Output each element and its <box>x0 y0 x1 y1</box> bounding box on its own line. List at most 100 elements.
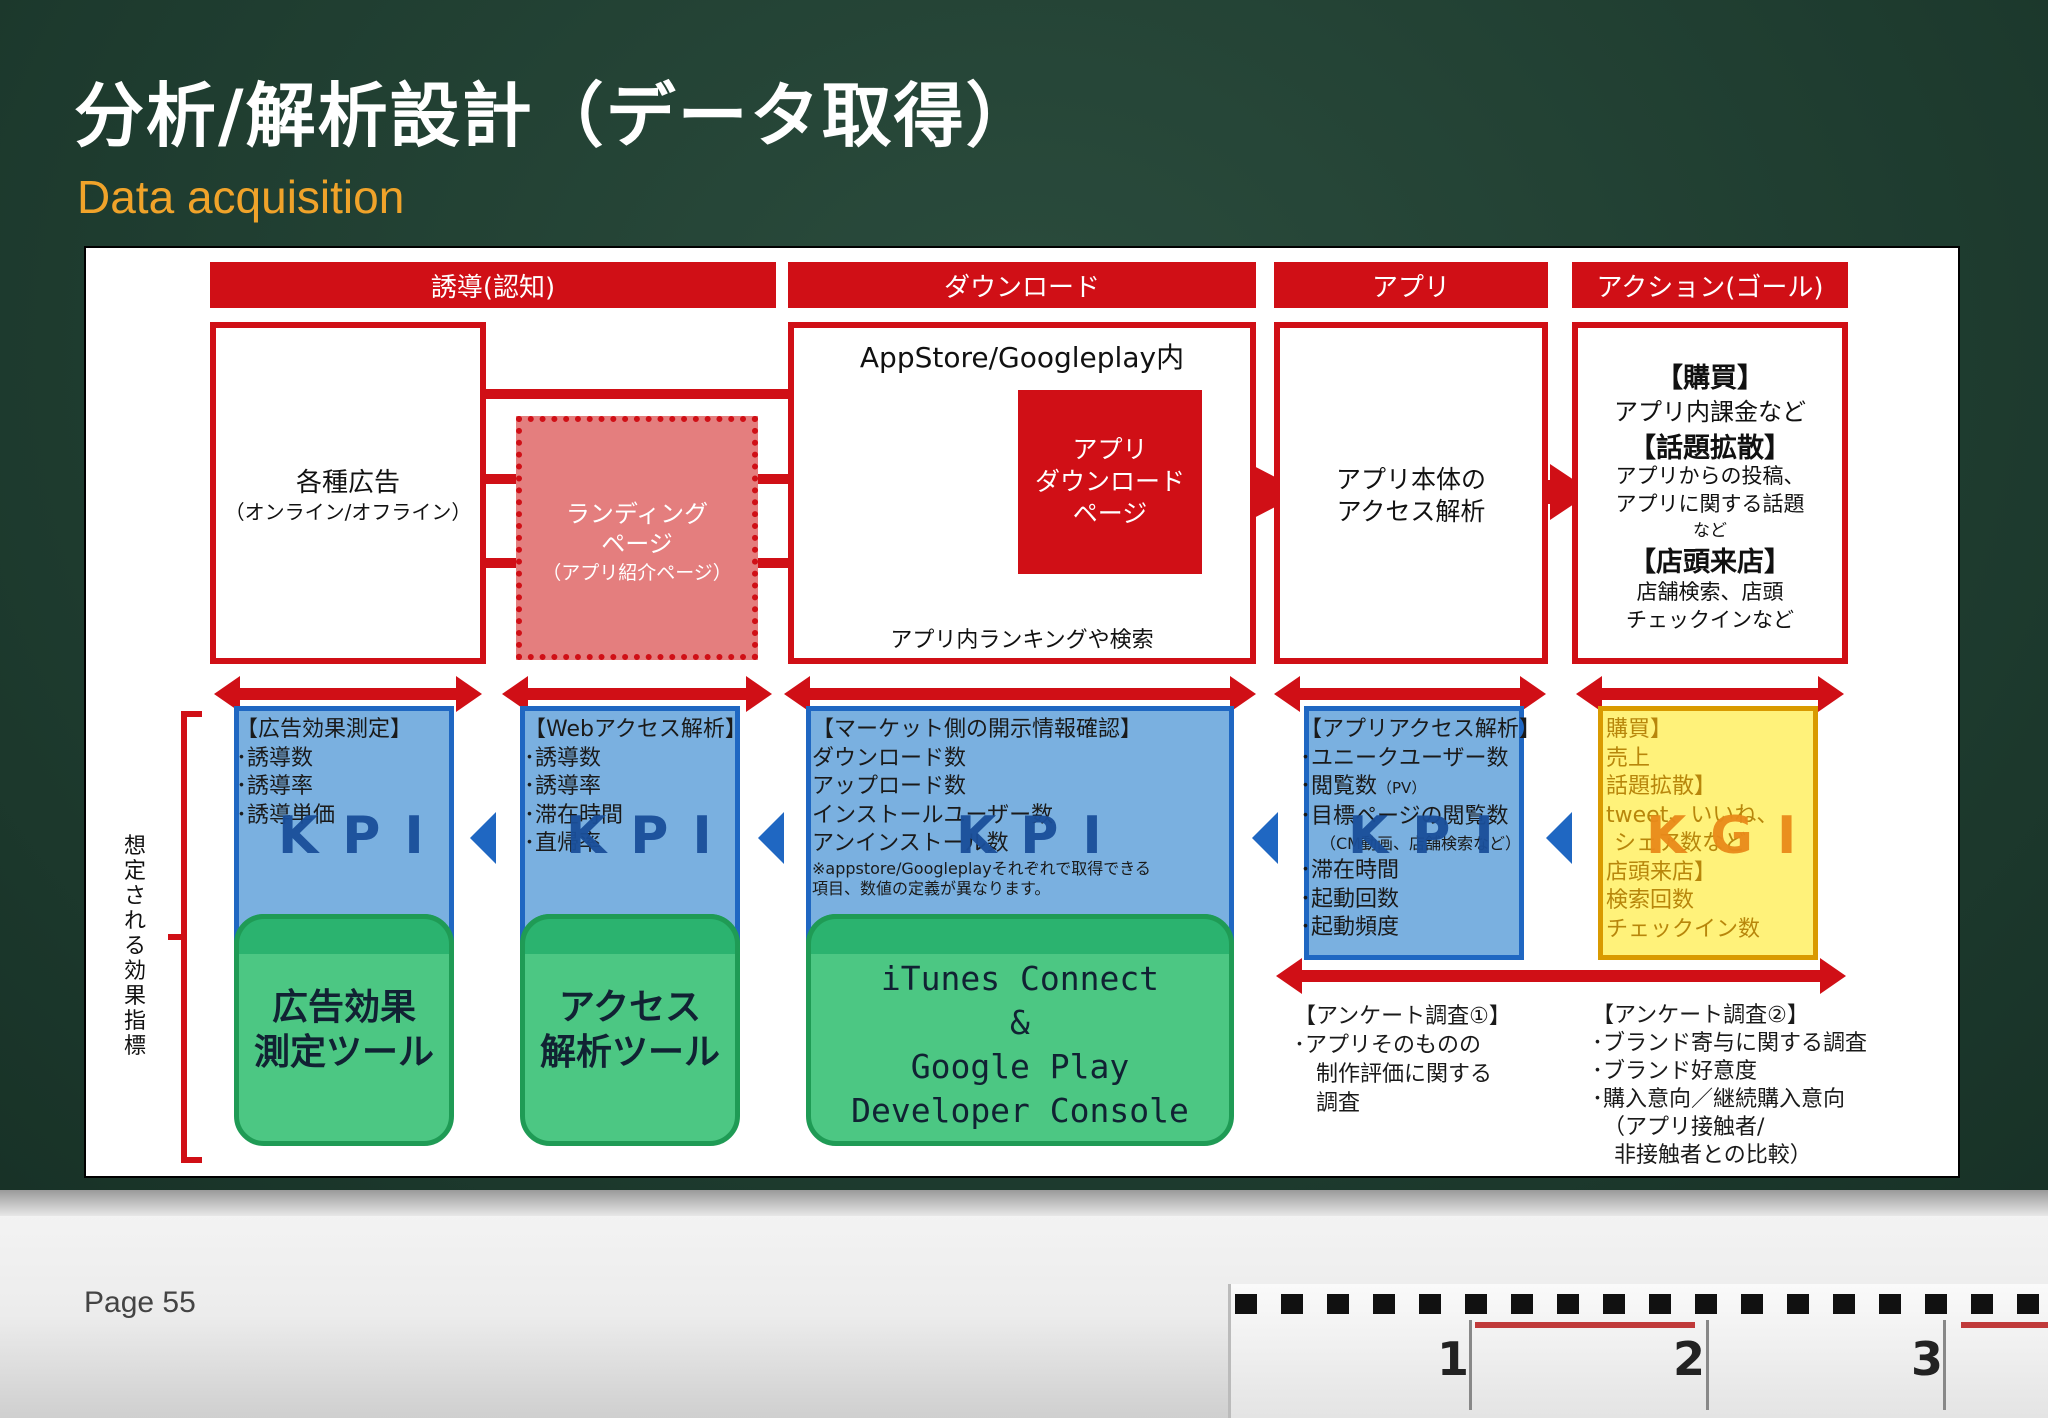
header-induction: 誘導(認知) <box>210 262 776 308</box>
kpi-market-item: 【マーケット側の開示情報確認】 <box>812 717 1143 742</box>
tool-access-analysis-line: アクセス <box>558 987 702 1028</box>
app-box <box>1274 322 1548 664</box>
kpi-app-list: 【アプリアクセス解析】 ･ユニークユーザー数 ･閲覧数（PV） ･目標ページの閲… <box>1300 716 1541 943</box>
ruler-tick <box>1971 1294 1993 1314</box>
goal-line-8: 店舗検索、店頭 <box>1636 580 1784 604</box>
tool-store-line: iTunes Connect <box>880 959 1160 998</box>
side-label: 想定される効果指標 <box>123 834 146 1059</box>
ruler-red-mark <box>1961 1322 2048 1328</box>
kpi-web-list: 【Webアクセス解析】 ･誘導数 ･誘導率 ･滞在時間 ･直帰率 <box>524 716 747 859</box>
kgi-item: 話題拡散】 <box>1606 774 1717 799</box>
kpi-ad-item: ･誘導率 <box>236 774 314 799</box>
kpi-market-list: 【マーケット側の開示情報確認】 ダウンロード数 アップロード数 インストールユー… <box>812 716 1151 899</box>
ruler-tick <box>1787 1294 1809 1314</box>
kgi-item: 売上 <box>1606 745 1651 771</box>
ruler-decoration: 1 2 3 <box>1228 1284 2048 1418</box>
kpi-app-item-text: ･閲覧数 <box>1300 774 1378 799</box>
ruler-tick <box>1465 1294 1487 1314</box>
landing-subtitle: （アプリ紹介ページ） <box>542 562 732 584</box>
kgi-item: 購買】 <box>1606 717 1673 742</box>
survey-1: 【アンケート調査①】 ･アプリそのものの 制作評価に関する 調査 <box>1294 1002 1511 1118</box>
ruler-tick <box>1235 1294 1257 1314</box>
goal-line-2: アプリ内課金など <box>1614 398 1806 426</box>
app-label-2: アクセス解析 <box>1336 497 1486 526</box>
download-page-label-2: ダウンロード <box>1034 467 1185 496</box>
survey-2: 【アンケート調査②】 ･ブランド寄与に関する調査 ･ブランド好意度 ･購入意向／… <box>1592 1002 1867 1170</box>
ruler-line <box>1469 1320 1472 1410</box>
ruler-tick <box>1879 1294 1901 1314</box>
ruler-number: 1 <box>1437 1332 1470 1386</box>
store-title: AppStore/Googleplay内 <box>859 341 1185 374</box>
kpi-app-item: 【アプリアクセス解析】 <box>1300 717 1541 742</box>
kgi-list: 購買】 売上 話題拡散】 tweet、いいね、 シェア数など 店頭来店】 検索回… <box>1606 716 1778 944</box>
tool-access-analysis-line: 解析ツール <box>539 1032 720 1073</box>
ruler-red-mark <box>1475 1322 1695 1328</box>
survey-2-line: ･購入意向／継続購入意向 <box>1592 1087 1846 1112</box>
landing-page-box <box>516 416 758 660</box>
kpi-app-item: ･ユニークユーザー数 <box>1300 745 1509 771</box>
tool-ad-measure-line: 広告効果 <box>271 987 416 1028</box>
kpi-ad-list: 【広告効果測定】 ･誘導数 ･誘導率 ･誘導単価 <box>236 716 412 830</box>
ruler-tick <box>1741 1294 1763 1314</box>
kpi-market-item: ダウンロード数 <box>812 745 967 771</box>
app-label-1: アプリ本体の <box>1335 465 1486 494</box>
kpi-market-item: インストールユーザー数 <box>812 802 1054 828</box>
ruler-tick <box>1557 1294 1579 1314</box>
kpi-app-box <box>1304 706 1524 960</box>
tool-store-cap <box>806 914 1234 954</box>
tool-ad-measure-text: 広告効果 測定ツール <box>254 985 434 1075</box>
tool-store-line: Google Play <box>910 1047 1130 1086</box>
survey-1-line: 制作評価に関する <box>1294 1062 1493 1087</box>
kpi-app-item: ･起動回数 <box>1300 886 1400 912</box>
ads-box <box>210 322 486 664</box>
kpi-app-note: （CM動画、店舗検索など） <box>1320 834 1521 853</box>
ruler-tick <box>1603 1294 1625 1314</box>
kgi-item: tweet、いいね、 <box>1606 802 1779 828</box>
kpi-market-label: KPI <box>956 806 1126 866</box>
ranking-label: アプリ内ランキングや検索 <box>890 628 1154 653</box>
kpi-web-label: KPI <box>566 806 736 866</box>
kgi-item: チェックイン数 <box>1606 916 1761 942</box>
kpi-web-item: ･誘導率 <box>524 774 602 799</box>
ruler-tick <box>1373 1294 1395 1314</box>
ads-title: 各種広告 <box>295 468 400 498</box>
page-title: 分析/解析設計（データ取得） <box>74 75 1038 157</box>
tool-access-analysis-text: アクセス 解析ツール <box>540 985 720 1075</box>
ruler-tick <box>1833 1294 1855 1314</box>
kpi-web-item: ･滞在時間 <box>524 802 624 828</box>
ruler-tick <box>1925 1294 1947 1314</box>
ruler-number: 3 <box>1911 1332 1944 1386</box>
tool-store-line: Developer Console <box>851 1091 1189 1130</box>
ruler-line <box>1943 1320 1946 1410</box>
header-app: アプリ <box>1274 262 1548 308</box>
kpi-web-item: ･直帰率 <box>524 831 602 856</box>
kgi-item: シェア数など <box>1614 831 1747 856</box>
download-page-label-3: ページ <box>1072 499 1148 528</box>
download-page-box <box>1018 390 1202 574</box>
ads-subtitle: （オンライン/オフライン） <box>224 500 472 524</box>
kpi-app-item: ･滞在時間 <box>1300 858 1400 883</box>
ruler-tick <box>1695 1294 1717 1314</box>
kpi-ad-item: 【広告効果測定】 <box>236 717 413 742</box>
landing-label-2: ページ <box>601 530 673 558</box>
survey-2-line: （アプリ接触者/ <box>1592 1115 1765 1140</box>
tool-ad-measure-line: 測定ツール <box>253 1032 434 1073</box>
survey-1-line: 調査 <box>1294 1091 1361 1116</box>
ruler-tick <box>1281 1294 1303 1314</box>
header-download: ダウンロード <box>788 262 1256 308</box>
survey-2-line: 【アンケート調査②】 <box>1592 1003 1809 1028</box>
kpi-app-label: KPI <box>1348 806 1518 866</box>
survey-2-line: ･ブランド寄与に関する調査 <box>1592 1031 1868 1056</box>
kpi-ad-item: ･誘導数 <box>236 745 314 771</box>
kgi-item: 検索回数 <box>1606 888 1695 913</box>
chalk-ledge-edge <box>0 1190 2048 1216</box>
kpi-web-item: 【Webアクセス解析】 <box>524 717 747 742</box>
tool-web-cap <box>520 914 740 954</box>
goal-line-9: チェックインなど <box>1626 608 1794 632</box>
survey-2-line: 非接触者との比較） <box>1592 1143 1812 1168</box>
kpi-app-item: ･目標ページの閲覧数 <box>1300 803 1509 829</box>
kpi-market-note: 項目、数値の定義が異なります。 <box>812 878 1051 898</box>
goal-line-5: アプリに関する話題 <box>1615 492 1805 516</box>
goal-box <box>1572 322 1848 664</box>
goal-line-3: 【話題拡散】 <box>1629 433 1791 464</box>
